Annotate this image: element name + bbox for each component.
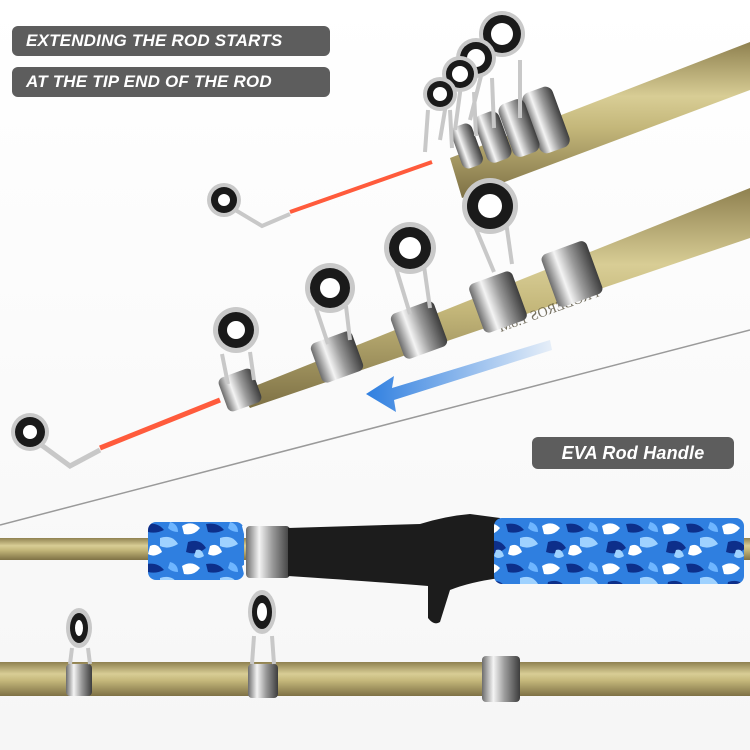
guide-ring (248, 590, 276, 665)
collapsed-rod (207, 11, 750, 229)
guide-ring (213, 307, 259, 385)
guide-ring (66, 608, 92, 665)
bottom-rod (0, 590, 750, 702)
rod-ferrule (522, 86, 570, 154)
guide-ring (423, 77, 457, 153)
eva-rear-grip (494, 518, 744, 584)
rod-ferrule (482, 656, 520, 702)
rod-ferrule (451, 123, 483, 169)
rod-ferrule (474, 111, 512, 163)
collapsed-rod-blank (450, 42, 750, 198)
rod-ferrule (498, 99, 540, 157)
extending-rod: PROBEROS 1.8M (11, 178, 750, 469)
rod-ferrule (66, 664, 92, 696)
reel-seat-trigger (288, 514, 500, 624)
rod-ferrule (390, 301, 448, 359)
rod-ferrule (248, 664, 278, 698)
reel-seat-hood (246, 526, 290, 578)
rod-tip (289, 160, 433, 214)
eva-fore-grip (148, 522, 244, 580)
guide-ring (305, 263, 355, 345)
tip-top-guide (11, 413, 102, 469)
caption-line-1: EXTENDING THE ROD STARTS (12, 26, 330, 56)
guide-ring (462, 178, 518, 273)
caption-line-2: AT THE TIP END OF THE ROD (12, 67, 330, 97)
rod-ferrule (541, 241, 603, 307)
handle-rod (0, 514, 750, 624)
rod-ferrule (218, 368, 262, 412)
rod-ferrule (469, 271, 527, 333)
direction-arrow-icon (366, 340, 552, 412)
tip-top-guide (207, 183, 291, 229)
rod-ferrule (310, 331, 364, 383)
guide-ring (384, 222, 436, 315)
section-divider (0, 329, 750, 526)
bottom-rod-blank (0, 662, 750, 696)
handle-caption: EVA Rod Handle (532, 437, 734, 469)
rod-tip (99, 397, 221, 451)
